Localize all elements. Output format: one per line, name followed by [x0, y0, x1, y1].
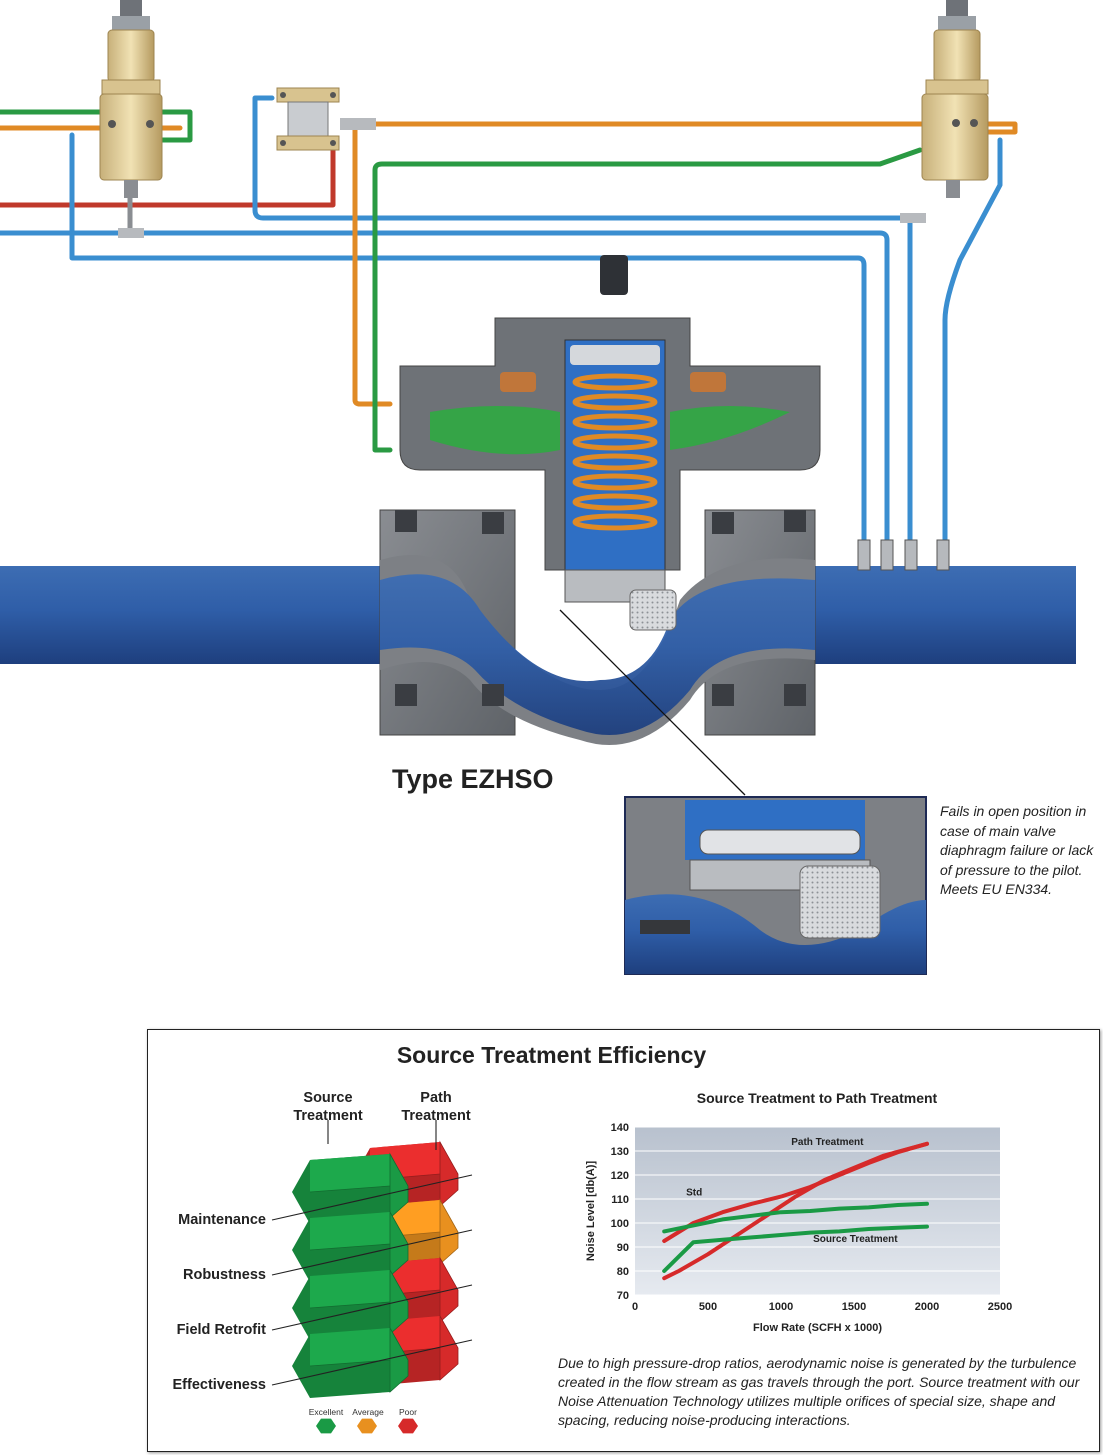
chart-title: Source Treatment to Path Treatment	[696, 1090, 938, 1106]
y-tick-label: 70	[617, 1290, 629, 1302]
panel-title: Source Treatment Efficiency	[396, 1042, 707, 1068]
x-tick-label: 500	[699, 1301, 717, 1313]
y-tick-label: 120	[611, 1170, 629, 1182]
valve-cutaway-illustration	[0, 0, 1076, 975]
series-label-4: Source Treatment	[813, 1234, 898, 1245]
y-axis-label: Noise Level [db(A)]	[585, 1161, 597, 1262]
y-tick-label: 110	[611, 1194, 629, 1206]
x-tick-label: 1500	[842, 1301, 866, 1313]
inset-detail-view	[624, 796, 927, 975]
legend-label-poor: Poor	[399, 1407, 417, 1417]
main-valve-body	[379, 255, 821, 745]
x-tick-label: 2000	[915, 1301, 939, 1313]
series-line-2	[662, 1141, 929, 1281]
x-axis-label: Flow Rate (SCFH x 1000)	[753, 1322, 882, 1334]
leader-line	[559, 609, 746, 796]
row-label-robustness: Robustness	[183, 1267, 266, 1283]
legend-swatch-poor	[398, 1418, 418, 1434]
row-leader-2	[271, 1229, 473, 1276]
row-label-effectiveness: Effectiveness	[172, 1377, 267, 1393]
left-pilot-regulator	[99, 0, 163, 198]
source-treatment-hex-4	[292, 1326, 409, 1398]
y-tick-label: 100	[611, 1218, 629, 1230]
description-text: Due to high pressure-drop ratios, aerody…	[558, 1355, 1080, 1428]
y-tick-label: 80	[617, 1266, 629, 1278]
y-tick-label: 130	[611, 1146, 629, 1158]
row-label-maintenance: Maintenance	[178, 1212, 266, 1228]
hex-rating-matrix	[271, 1120, 473, 1434]
row-label-field-retrofit: Field Retrofit	[176, 1322, 266, 1338]
y-tick-label: 140	[611, 1122, 629, 1134]
legend-swatch-excellent	[316, 1418, 336, 1434]
pilot-tubing	[0, 95, 1018, 543]
series-line-4	[662, 1224, 929, 1273]
noise-chart: 70 80 90 100 110 120 130 140 0 500 1000 1500 2000 25…	[585, 1122, 1012, 1334]
x-tick-label: 0	[632, 1301, 638, 1313]
column-header-path-text: Path Treatment	[401, 1090, 471, 1124]
pilot-supply-filter	[276, 87, 340, 151]
x-tick-label: 2500	[988, 1301, 1012, 1313]
inset-note: Fails in open position in case of main v…	[940, 803, 1094, 897]
column-header-source: Source Treatment	[273, 1089, 383, 1125]
y-tick-label: 90	[617, 1242, 629, 1254]
series-label-2: Path Treatment	[791, 1137, 864, 1148]
efficiency-panel	[147, 1029, 1100, 1452]
row-leader-1	[271, 1174, 473, 1221]
pipeline	[0, 539, 1076, 664]
row-leader-4	[271, 1339, 473, 1386]
source-treatment-hex-3	[292, 1268, 409, 1340]
legend-label-excellent: Excellent	[308, 1407, 344, 1417]
legend-label-average: Average	[352, 1407, 384, 1417]
product-type-label: Type EZHSO	[392, 764, 554, 794]
column-header-source-text: Source Treatment	[293, 1090, 363, 1124]
series-line-3	[662, 1201, 929, 1234]
legend-swatch-average	[357, 1418, 377, 1434]
right-pilot-regulator	[921, 0, 989, 198]
source-treatment-hex-1	[292, 1152, 409, 1224]
x-tick-label: 1000	[769, 1301, 793, 1313]
row-leader-3	[271, 1284, 473, 1331]
series-label-1: Std	[686, 1187, 702, 1198]
column-header-path: Path Treatment	[381, 1089, 491, 1125]
